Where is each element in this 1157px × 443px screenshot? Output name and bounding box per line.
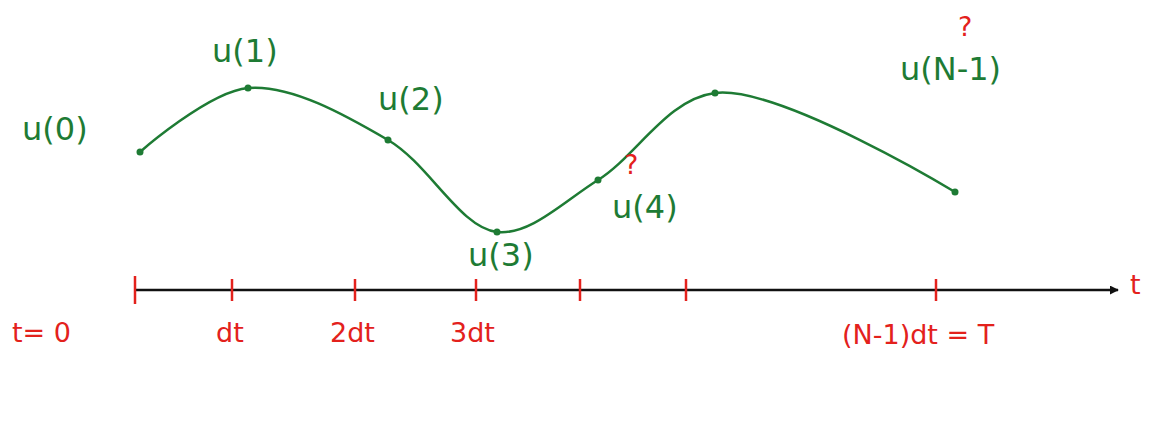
value-label: u(3) bbox=[468, 238, 534, 273]
sample-point bbox=[137, 149, 144, 156]
tick-label: 3dt bbox=[450, 318, 495, 348]
question-mark: ? bbox=[958, 12, 972, 42]
tick-label: dt bbox=[216, 318, 244, 348]
axis-tick bbox=[475, 279, 478, 301]
value-label: u(N-1) bbox=[900, 52, 1001, 87]
axis-name: t bbox=[1130, 270, 1141, 300]
sample-point bbox=[952, 189, 959, 196]
value-label: u(4) bbox=[612, 190, 678, 225]
tick-label: t= 0 bbox=[12, 318, 71, 348]
sample-point bbox=[385, 137, 392, 144]
axis-tick bbox=[685, 279, 688, 301]
axis-tick bbox=[354, 279, 357, 301]
value-label: u(0) bbox=[22, 112, 88, 147]
sample-point bbox=[712, 90, 719, 97]
sample-point bbox=[494, 229, 501, 236]
sample-point bbox=[595, 177, 602, 184]
axis-tick bbox=[579, 279, 582, 301]
value-label: u(1) bbox=[212, 34, 278, 69]
time-axis bbox=[135, 289, 1118, 292]
axis-tick bbox=[231, 279, 234, 301]
sample-point bbox=[245, 85, 252, 92]
tick-label: (N-1)dt = T bbox=[842, 320, 994, 350]
value-label: u(2) bbox=[378, 82, 444, 117]
sample-curve bbox=[140, 88, 955, 233]
axis-tick bbox=[935, 279, 938, 301]
question-mark: ? bbox=[624, 150, 638, 180]
tick-label: 2dt bbox=[330, 318, 375, 348]
axis-tick bbox=[134, 276, 137, 304]
